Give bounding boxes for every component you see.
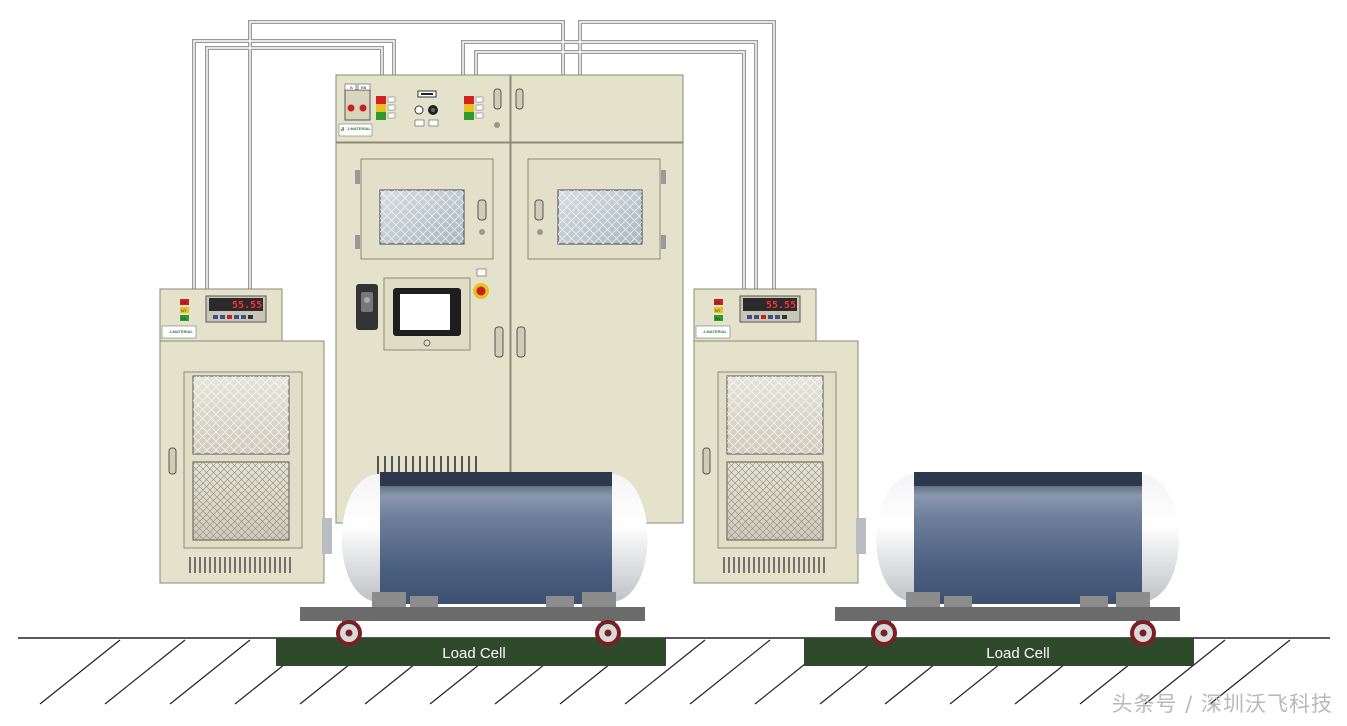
right-light-label-1: FB xyxy=(715,300,720,305)
left-light-label-2: NT xyxy=(181,308,187,313)
right-cabinet-logo-text: J-MATERIAL xyxy=(703,329,727,334)
left-cabinet-logo xyxy=(161,325,197,339)
left-weight-indicator: 55.55 xyxy=(205,295,267,323)
top-door-handles[interactable] xyxy=(493,88,524,128)
control-cabinet: B BB ∂ J-MATERIAL xyxy=(335,74,684,524)
logo-text: J-MATERIAL xyxy=(347,126,371,131)
right-status-lights: FB NT PA xyxy=(714,299,723,321)
left-load-cell-label: Load Cell xyxy=(442,645,505,662)
switch-label-2: BB xyxy=(361,85,367,90)
right-weight-display: 55.55 xyxy=(766,300,796,311)
lower-door-handles[interactable] xyxy=(494,326,526,358)
emergency-stop-button[interactable] xyxy=(473,268,489,299)
right-cart-wheel-1 xyxy=(871,620,897,646)
svg-text:∂: ∂ xyxy=(341,126,344,133)
left-light-label-3: PA xyxy=(181,316,186,321)
right-cabinet-handle[interactable] xyxy=(702,447,711,475)
handheld-scanner[interactable] xyxy=(356,284,378,330)
right-cart xyxy=(835,592,1180,646)
control-cabinet-vent xyxy=(377,456,477,474)
right-viewing-window xyxy=(527,158,666,260)
right-weight-indicator: 55.55 xyxy=(739,295,801,323)
left-scale-cabinet: FB NT PA 55.55 J-MATERIAL xyxy=(159,288,325,584)
left-light-label-1: FB xyxy=(181,300,186,305)
right-scale-cabinet: FB NT PA 55.55 J-MATERIAL xyxy=(693,288,859,584)
switch-label-1: B xyxy=(350,85,353,90)
right-light-label-3: PA xyxy=(715,316,720,321)
signal-light-stack-2 xyxy=(464,96,484,120)
right-load-cell: Load Cell xyxy=(804,638,1194,666)
left-status-lights: FB NT PA xyxy=(180,299,189,321)
company-logo: ∂ J-MATERIAL xyxy=(338,123,373,137)
right-cart-wheel-2 xyxy=(1130,620,1156,646)
left-gas-cylinder xyxy=(322,472,648,604)
watermark: 头条号 / 深圳沃飞科技 xyxy=(1111,692,1333,716)
key-switch[interactable] xyxy=(414,90,439,127)
left-viewing-window xyxy=(355,158,494,260)
right-cabinet-logo xyxy=(695,325,731,339)
left-weight-display: 55.55 xyxy=(232,300,262,311)
emergency-switches[interactable]: B BB xyxy=(344,83,371,121)
left-cart xyxy=(300,592,645,646)
right-light-label-2: NT xyxy=(715,308,721,313)
left-cart-wheel-2 xyxy=(595,620,621,646)
right-load-cell-label: Load Cell xyxy=(986,645,1049,662)
left-cabinet-handle[interactable] xyxy=(168,447,177,475)
left-cart-wheel-1 xyxy=(336,620,362,646)
right-gas-cylinder xyxy=(856,472,1179,604)
left-cabinet-logo-text: J-MATERIAL xyxy=(169,329,193,334)
hmi-touch-screen[interactable] xyxy=(383,277,471,351)
signal-light-stack xyxy=(376,96,396,120)
